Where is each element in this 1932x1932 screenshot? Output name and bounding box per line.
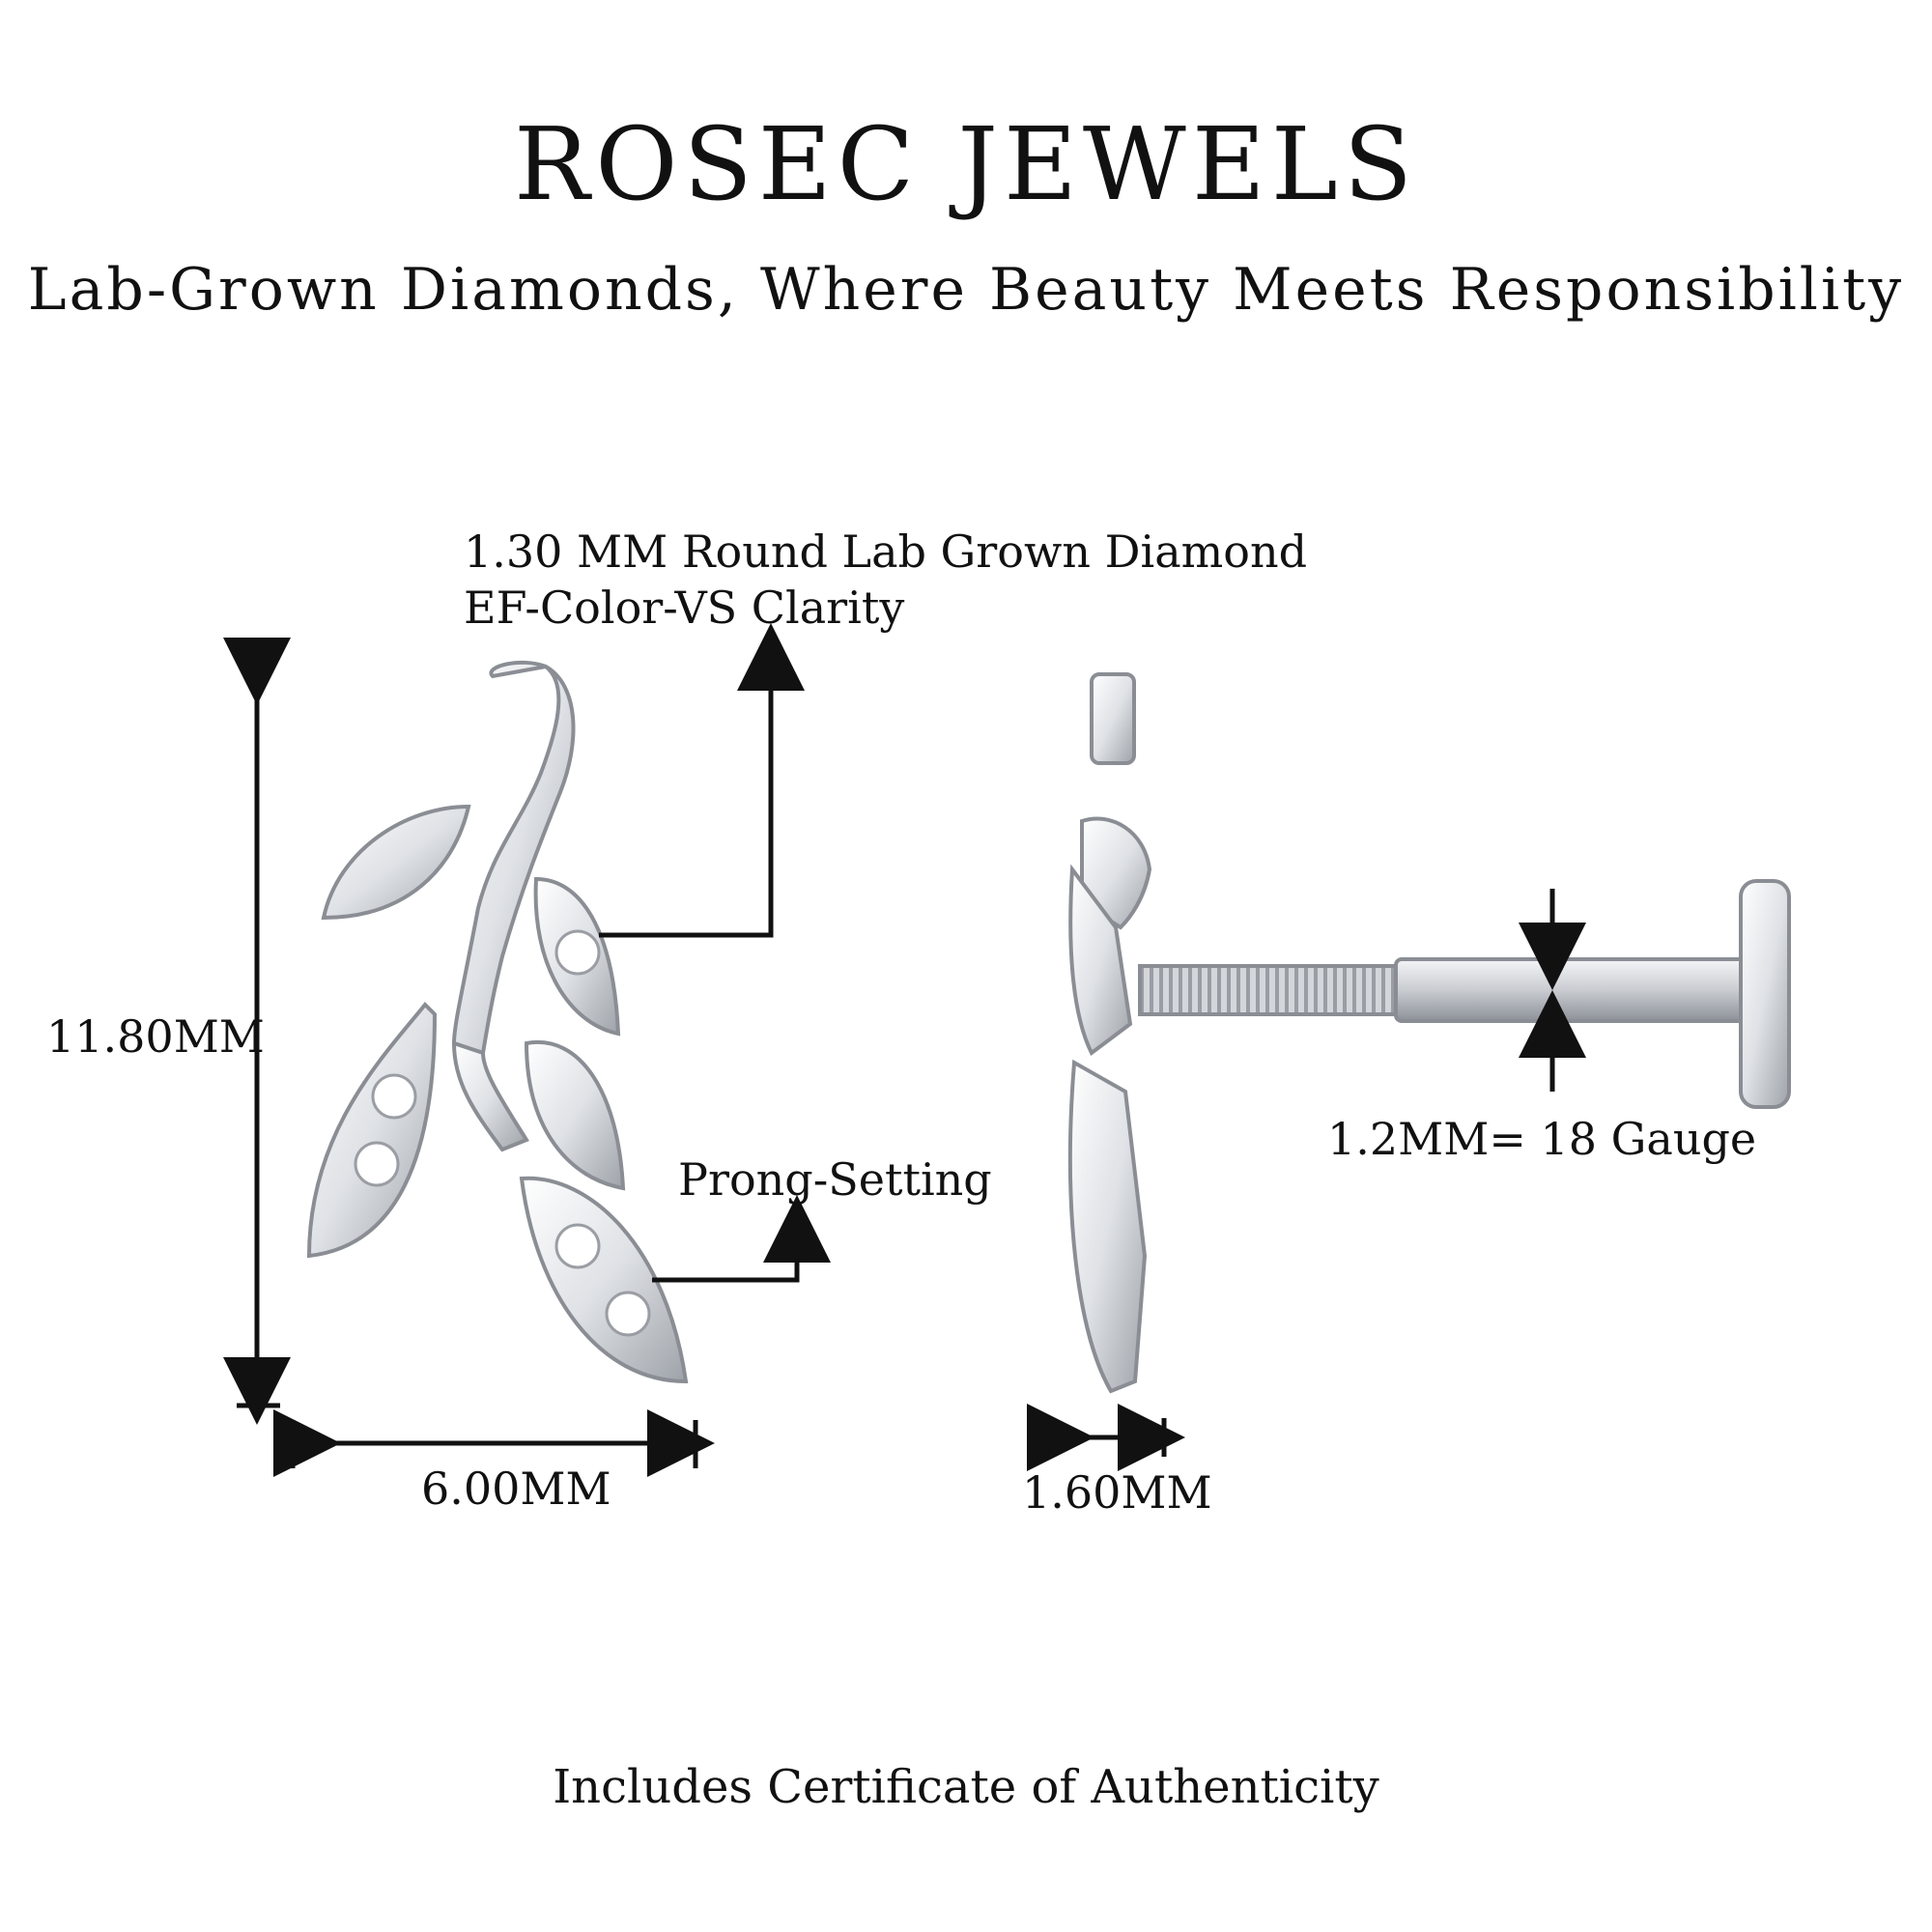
- leaf-earring-front-view: [306, 660, 689, 1384]
- dimension-lines: [223, 623, 1586, 1477]
- diamond-leaf: [306, 1002, 438, 1259]
- gauge-dimension-label: 1.2MM= 18 Gauge: [1327, 1113, 1757, 1165]
- diamond-spec-label: 1.30 MM Round Lab Grown Diamond: [464, 526, 1308, 578]
- width-dimension-label: 6.00MM: [421, 1463, 611, 1515]
- setting-label: Prong-Setting: [678, 1153, 992, 1206]
- plain-leaf: [524, 1039, 626, 1191]
- barbell-shaft: [1394, 957, 1750, 1023]
- depth-dimension-label: 1.60MM: [1022, 1466, 1212, 1519]
- diamond-stones: [354, 929, 651, 1337]
- tagline: Lab-Grown Diamonds, Where Beauty Meets R…: [27, 256, 1905, 324]
- brand-title: ROSEC JEWELS: [513, 105, 1419, 223]
- plain-leaf: [321, 804, 471, 921]
- earring-side-view: [1067, 672, 1791, 1394]
- flat-back-disc: [1739, 879, 1791, 1109]
- threaded-post: [1138, 964, 1403, 1016]
- height-dimension-label: 11.80MM: [46, 1010, 265, 1063]
- diamond-quality-label: EF-Color-VS Clarity: [464, 582, 905, 634]
- certificate-note: Includes Certificate of Authenticity: [553, 1760, 1379, 1814]
- branch-stem: [451, 660, 576, 1056]
